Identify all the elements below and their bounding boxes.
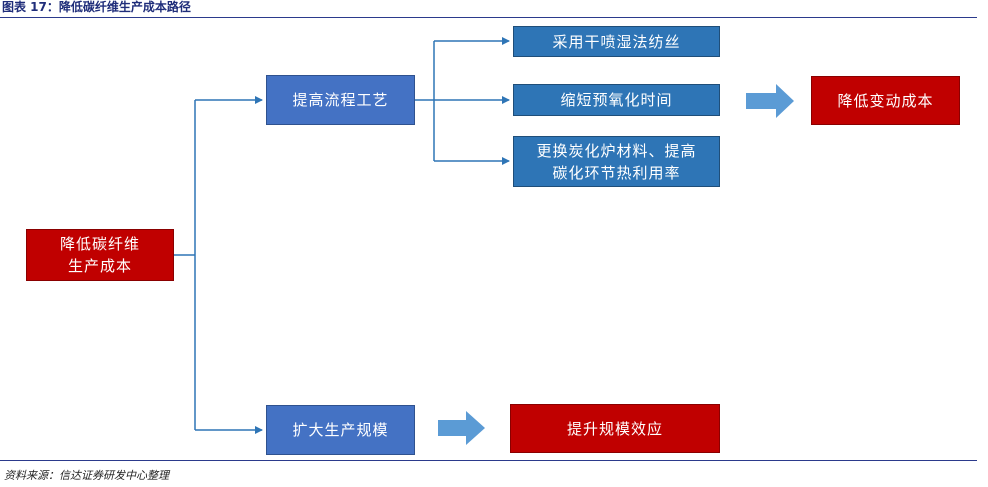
node-variable-cost: 降低变动成本: [811, 76, 960, 125]
node-furnace: 更换炭化炉材料、提高 碳化环节热利用率: [513, 136, 720, 187]
node-preox: 缩短预氧化时间: [513, 84, 720, 116]
header-bar: 图表 17：降低碳纤维生产成本路径: [0, 0, 977, 18]
root-connector: [174, 96, 263, 434]
block-arrow-scale-effect: [438, 411, 485, 445]
node-process: 提高流程工艺: [266, 75, 415, 125]
node-root: 降低碳纤维 生产成本: [26, 229, 174, 281]
node-scale: 扩大生产规模: [266, 405, 415, 455]
node-spinning: 采用干喷湿法纺丝: [513, 26, 720, 57]
process-connector: [415, 37, 510, 165]
source-note: 资料来源：信达证券研发中心整理: [4, 469, 169, 482]
block-arrow-variable-cost: [746, 84, 794, 118]
figure-title: 图表 17：降低碳纤维生产成本路径: [2, 0, 191, 14]
footer-rule: [0, 460, 977, 461]
node-scale-effect: 提升规模效应: [510, 404, 720, 453]
